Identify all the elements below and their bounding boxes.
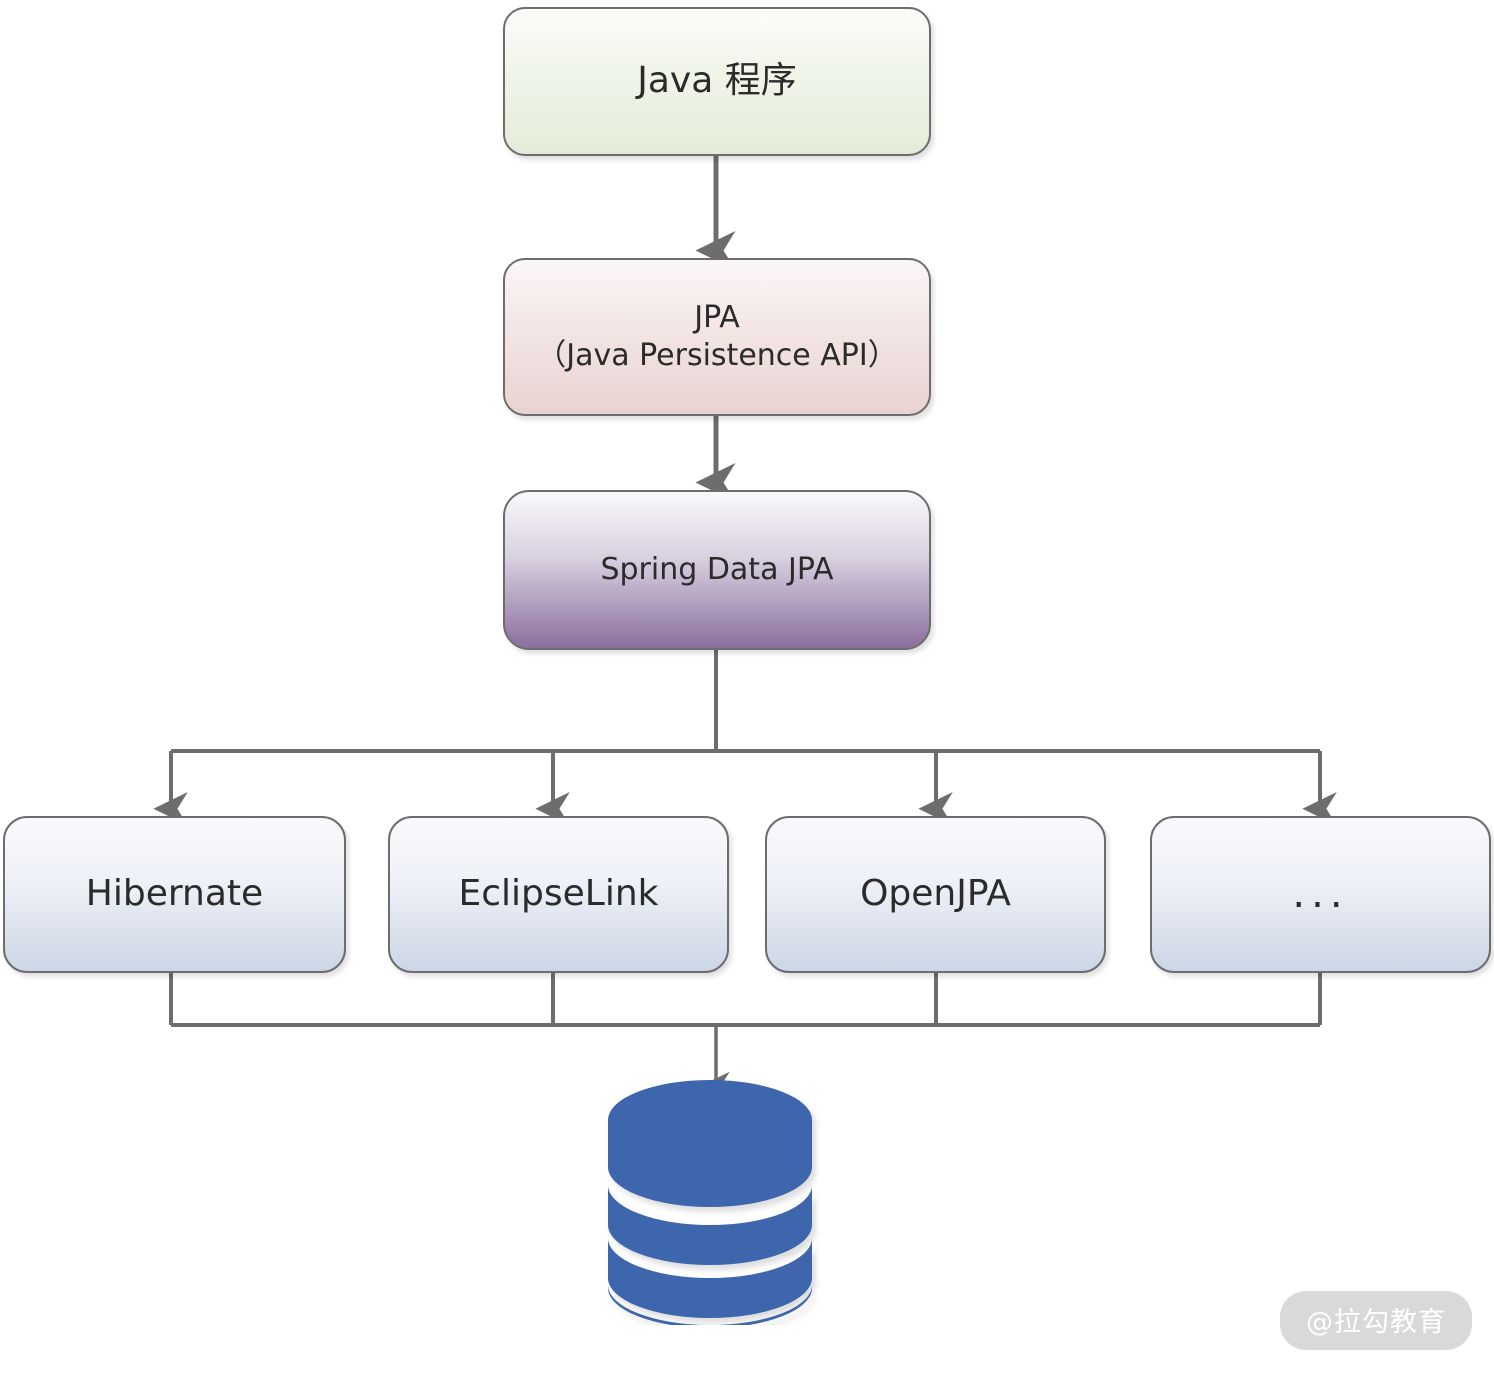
node-eclipselink-label: EclipseLink [458,873,659,915]
node-jpa[interactable]: JPA （Java Persistence API） [503,258,931,416]
edge-spring-to-implementations [153,650,1337,826]
watermark: @拉勾教育 [1280,1291,1472,1350]
node-more-providers[interactable]: ... [1150,816,1491,973]
node-eclipselink[interactable]: EclipseLink [388,816,729,973]
node-openjpa-label: OpenJPA [860,873,1011,915]
watermark-text: @拉勾教育 [1306,1307,1446,1338]
node-jpa-line1: JPA [694,299,740,335]
edge-implementations-to-database [169,973,1322,1100]
node-spring-data-jpa[interactable]: Spring Data JPA [503,490,931,650]
node-jpa-label: JPA （Java Persistence API） [526,299,908,376]
node-openjpa[interactable]: OpenJPA [765,816,1106,973]
node-hibernate-label: Hibernate [85,873,264,915]
node-spring-data-jpa-label: Spring Data JPA [600,551,834,587]
node-java-application-label: Java 程序 [637,60,797,102]
database-cylinder-icon [608,1080,812,1325]
node-more-providers-label: ... [1292,870,1349,917]
node-hibernate[interactable]: Hibernate [3,816,346,973]
node-jpa-line2: （Java Persistence API） [536,338,898,373]
node-java-application[interactable]: Java 程序 [503,7,931,156]
